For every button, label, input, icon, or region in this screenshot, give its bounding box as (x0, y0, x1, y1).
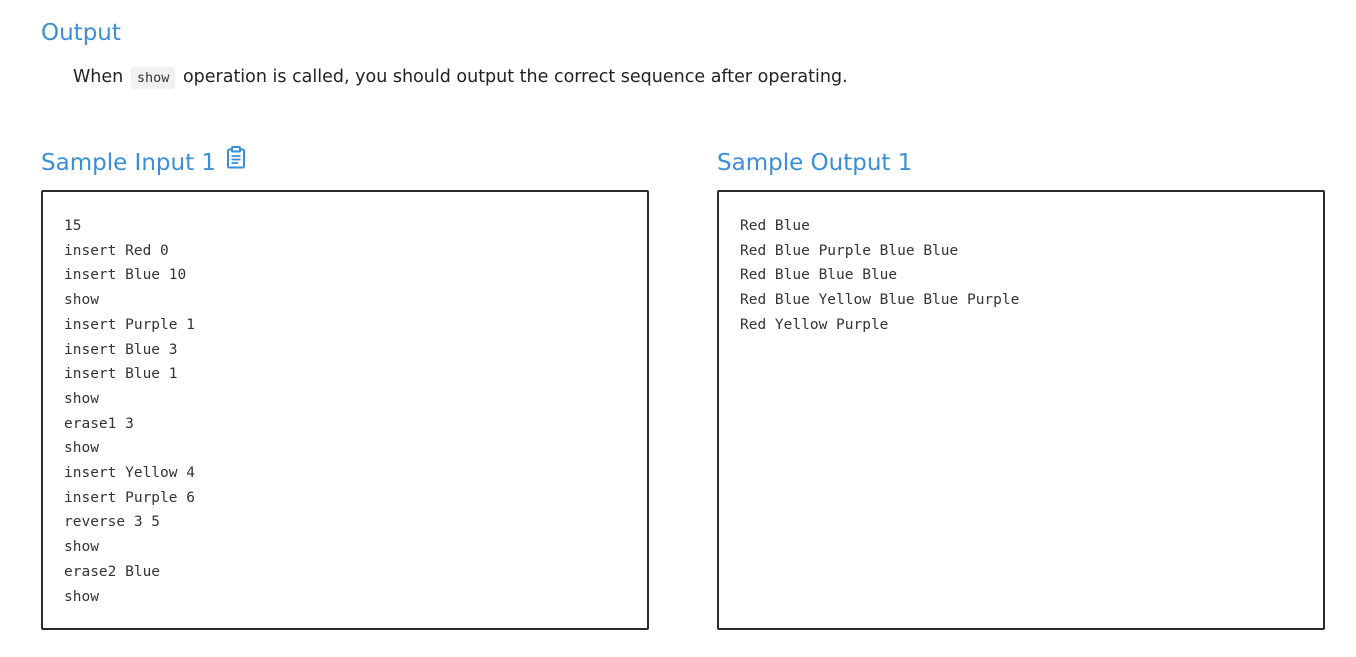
clipboard-icon[interactable] (226, 145, 246, 177)
description-text-after: operation is called, you should output t… (182, 67, 848, 87)
sample-input-title: Sample Input 1 (41, 150, 217, 176)
inline-code-show: show (130, 67, 176, 89)
sample-input-content[interactable]: 15 insert Red 0 insert Blue 10 show inse… (64, 218, 195, 605)
description-text-before: When (73, 67, 124, 87)
sample-input-box[interactable]: 15 insert Red 0 insert Blue 10 show inse… (41, 190, 649, 630)
sample-output-box[interactable]: Red Blue Red Blue Purple Blue Blue Red B… (717, 190, 1325, 630)
sample-output-content[interactable]: Red Blue Red Blue Purple Blue Blue Red B… (740, 218, 1020, 333)
sample-input-heading: Sample Input 1 (41, 145, 246, 178)
sample-output-heading: Sample Output 1 (717, 150, 913, 176)
output-heading: Output (41, 20, 121, 46)
output-description: When show operation is called, you shoul… (73, 63, 848, 92)
